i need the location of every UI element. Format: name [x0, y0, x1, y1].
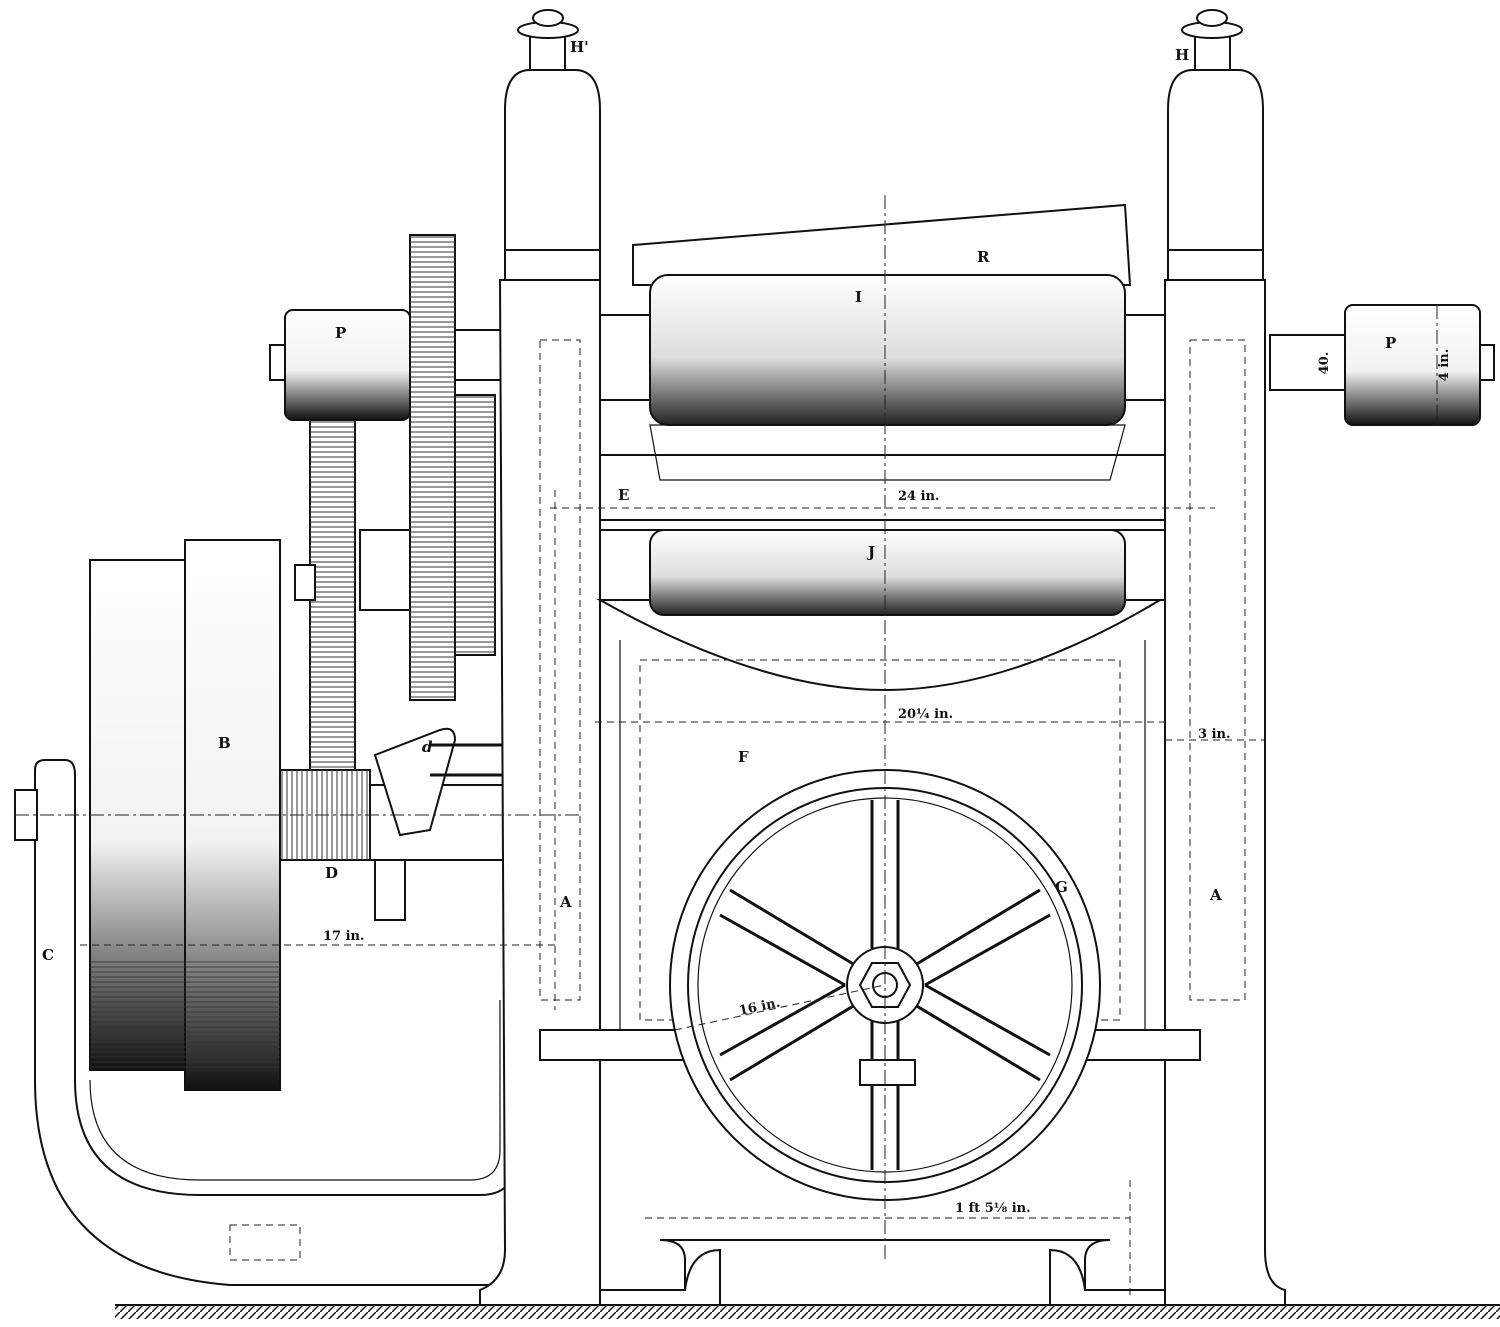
- label-screw-left: H': [570, 38, 589, 56]
- label-lever: d: [422, 738, 433, 756]
- label-belt-pulley: B: [218, 734, 231, 752]
- dim-pulley-width: 4 in.: [1437, 349, 1452, 382]
- label-upper-roll: I: [855, 288, 862, 306]
- lower-roll-j: [596, 529, 1166, 692]
- handwheel-g: [669, 769, 1101, 1201]
- label-screw-right: H: [1175, 46, 1189, 64]
- label-gear-shaft: D: [325, 864, 338, 882]
- crossbar-e: [599, 454, 1166, 521]
- upper-roll-i: [599, 274, 1351, 426]
- screw-housing-left: [504, 9, 601, 281]
- screw-housing-right: [1167, 9, 1264, 281]
- label-pulley-left: P: [335, 324, 346, 342]
- dimension-lines: [15, 195, 1265, 1300]
- part-labels: H' H R I P P E J B d F D G A A C: [42, 38, 1396, 964]
- bracket-bolt: [229, 1224, 301, 1261]
- label-pulley-right: P: [1385, 334, 1396, 352]
- dim-roll-width: 24 in.: [898, 489, 940, 504]
- pulley-left-p: [269, 309, 506, 421]
- label-crossbar: E: [618, 486, 629, 504]
- label-handwheel: G: [1055, 878, 1068, 896]
- ground: [115, 1304, 1500, 1319]
- label-inner-frame: F: [738, 748, 749, 766]
- shoe-r: [632, 203, 1132, 286]
- inner-frame-f: [619, 640, 1146, 1030]
- bracket-c: [34, 759, 521, 1286]
- gear-train: [279, 234, 511, 921]
- dim-frame-inner-width: 20¼ in.: [898, 707, 953, 722]
- label-shoe: R: [977, 248, 990, 266]
- pulley-right-p: [1344, 304, 1495, 426]
- dim-column-width: 3 in.: [1198, 727, 1231, 742]
- label-bracket: C: [42, 946, 54, 964]
- dim-pulley-diameter: 40.: [1317, 352, 1332, 375]
- label-frame-right: A: [1209, 886, 1222, 904]
- label-frame-left: A: [559, 893, 572, 911]
- dim-pulley-offset: 17 in.: [323, 929, 365, 944]
- dim-foot-spacing: 1 ft 5⅛ in.: [955, 1201, 1031, 1216]
- label-lower-roll: J: [866, 543, 875, 561]
